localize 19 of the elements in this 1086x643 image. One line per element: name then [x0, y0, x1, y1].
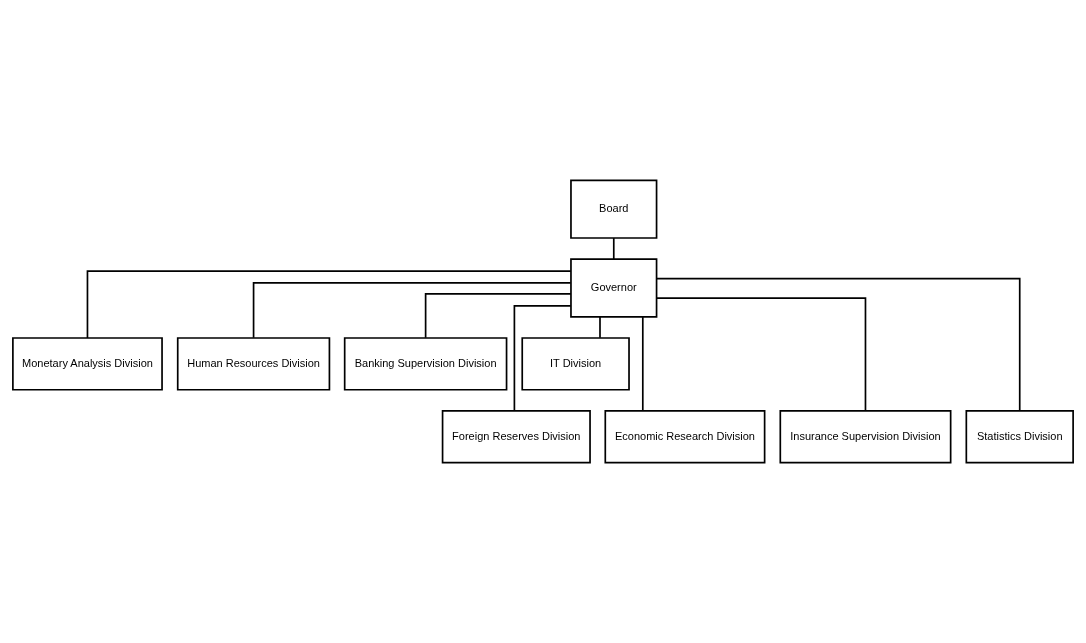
connector [599, 316, 601, 339]
node-box: Monetary Analysis Division [12, 337, 163, 391]
node-box: Statistics Division [965, 410, 1074, 464]
connector [86, 270, 572, 339]
connector [612, 237, 615, 260]
node-box: Banking Supervision Division [343, 337, 508, 391]
connector [424, 293, 572, 339]
connector [513, 304, 572, 412]
connector [655, 297, 867, 412]
connector [656, 277, 1021, 412]
node-box: Governor [570, 258, 658, 318]
node-box: Economic Research Division [604, 410, 766, 464]
node-box: Foreign Reserves Division [441, 410, 591, 464]
connector [641, 316, 644, 412]
node-box: Board [570, 179, 658, 239]
connector [252, 282, 572, 339]
node-box: Insurance Supervision Division [779, 410, 952, 464]
node-box: Human Resources Division [176, 337, 331, 391]
node-box: IT Division [521, 337, 630, 391]
